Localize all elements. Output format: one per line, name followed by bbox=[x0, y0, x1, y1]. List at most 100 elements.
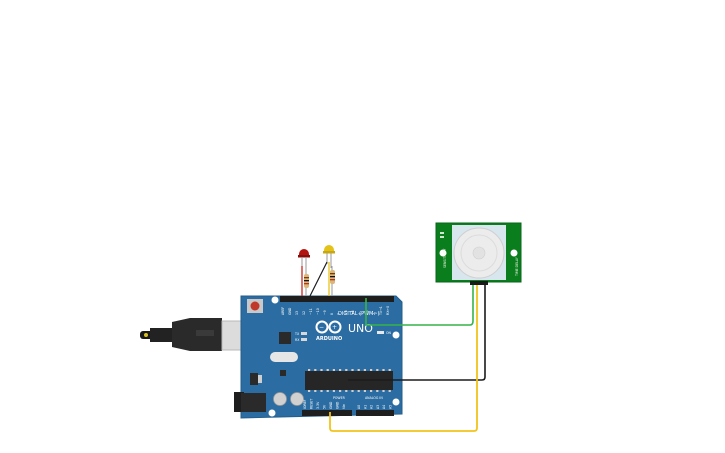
jumper-pin bbox=[440, 236, 444, 238]
pin-label: 12 bbox=[302, 311, 306, 315]
digital-pin-header[interactable] bbox=[280, 296, 394, 302]
pin-label: 5V bbox=[323, 404, 327, 409]
time-delay-potentiometer-icon[interactable] bbox=[510, 249, 518, 257]
tx-led bbox=[301, 332, 307, 335]
brand-label: ARDUINO bbox=[316, 336, 342, 342]
on-led bbox=[377, 331, 384, 334]
rx-label: RX bbox=[295, 338, 300, 342]
mcu-pin bbox=[370, 390, 373, 392]
mcu-pin bbox=[345, 369, 348, 371]
capacitor bbox=[290, 392, 304, 406]
tx-label: TX bbox=[294, 332, 300, 336]
resistor-yellow-led[interactable] bbox=[330, 266, 335, 296]
power-header-label: POWER bbox=[333, 396, 346, 400]
mcu-pin bbox=[357, 390, 360, 392]
mcu-pin bbox=[388, 369, 391, 371]
yellow-led[interactable] bbox=[323, 245, 335, 268]
power-wire[interactable] bbox=[329, 285, 478, 432]
yellow-led-ground-wire[interactable] bbox=[309, 261, 328, 297]
mcu-pin bbox=[382, 390, 385, 392]
pin-label: 7 bbox=[337, 313, 341, 315]
red-led[interactable] bbox=[298, 249, 310, 272]
mcu-pin bbox=[308, 390, 311, 392]
mcu-pin bbox=[351, 369, 354, 371]
mounting-hole bbox=[268, 409, 276, 417]
mcu-pin bbox=[339, 390, 342, 392]
pin-label: ~10 bbox=[316, 308, 320, 315]
pin-label: ~6 bbox=[344, 310, 348, 315]
pin-label: A0 bbox=[357, 405, 361, 409]
logo-minus-icon: − bbox=[319, 324, 324, 331]
arduino-logo: − + bbox=[315, 320, 342, 334]
mcu-pin bbox=[326, 390, 329, 392]
mcu-pin bbox=[376, 390, 379, 392]
logo-plus-icon: + bbox=[332, 324, 337, 331]
rx-led bbox=[301, 338, 307, 341]
mcu-pin bbox=[308, 369, 311, 371]
resistor-red-led[interactable] bbox=[304, 270, 309, 296]
mcu-pin bbox=[357, 369, 360, 371]
pin-label: TX→1 bbox=[379, 306, 383, 316]
pin-label: GND bbox=[288, 307, 292, 315]
on-label: ON bbox=[386, 331, 392, 335]
pin-label: RESET bbox=[310, 399, 314, 409]
mcu-pin bbox=[339, 369, 342, 371]
mcu-pins bbox=[308, 369, 391, 392]
pin-label: AREF bbox=[281, 307, 285, 315]
analog-header-label: ANALOG IN bbox=[365, 396, 383, 400]
time-delay-label: TIME DELAY bbox=[515, 257, 519, 277]
pir-motion-sensor[interactable]: SENSITIVITY TIME DELAY bbox=[435, 222, 522, 285]
pin-label: GND bbox=[336, 401, 340, 409]
usb-cable[interactable] bbox=[140, 318, 265, 351]
pin-label: ~9 bbox=[323, 310, 327, 315]
dc-power-jack[interactable] bbox=[234, 392, 266, 412]
pin-label: GND bbox=[329, 401, 333, 409]
digital-header-label: DIGITAL (PWM~) bbox=[338, 311, 380, 317]
mcu-pin bbox=[351, 390, 354, 392]
ground-wire[interactable] bbox=[348, 285, 486, 381]
mcu-pin bbox=[382, 369, 385, 371]
pir-pin-header[interactable] bbox=[470, 281, 488, 285]
mcu-pin bbox=[332, 390, 335, 392]
mcu-pin bbox=[326, 369, 329, 371]
pin-label: Vin bbox=[342, 404, 346, 409]
pin-label: A1 bbox=[363, 405, 367, 409]
mcu-pin bbox=[363, 369, 366, 371]
pin-label: A2 bbox=[370, 405, 374, 409]
mcu-pin bbox=[314, 369, 317, 371]
mounting-hole bbox=[271, 296, 279, 304]
pin-label: ~5 bbox=[351, 310, 355, 315]
pin-label: ~3 bbox=[365, 310, 369, 315]
small-component bbox=[280, 370, 286, 376]
pin-label: 3.3V bbox=[316, 401, 320, 409]
model-label: UNO bbox=[348, 322, 373, 335]
mcu-pin bbox=[376, 369, 379, 371]
reset-button[interactable] bbox=[247, 299, 263, 313]
sensitivity-potentiometer-icon[interactable] bbox=[439, 249, 447, 257]
power-pin-header[interactable] bbox=[302, 410, 352, 416]
jumper-pin bbox=[440, 232, 444, 234]
voltage-regulator bbox=[250, 373, 258, 385]
mcu-pin bbox=[320, 369, 323, 371]
mcu-pin bbox=[314, 390, 317, 392]
pin-label: A5 bbox=[389, 405, 393, 409]
pin-label: 8 bbox=[330, 313, 334, 315]
mcu-pin bbox=[345, 390, 348, 392]
capacitor bbox=[273, 392, 287, 406]
crystal-oscillator bbox=[270, 352, 298, 362]
mcu-pin bbox=[363, 390, 366, 392]
pin-label: A3 bbox=[376, 405, 380, 409]
usb-interface-chip bbox=[279, 332, 291, 344]
pin-label: IOREF bbox=[303, 399, 307, 409]
pin-label: RX←0 bbox=[386, 306, 390, 315]
pin-label: ~11 bbox=[309, 308, 313, 315]
pin-label: 13 bbox=[295, 311, 299, 315]
mounting-hole bbox=[392, 331, 400, 339]
signal-wire[interactable] bbox=[365, 285, 474, 326]
analog-pin-header[interactable] bbox=[356, 410, 394, 416]
mcu-pin bbox=[388, 390, 391, 392]
